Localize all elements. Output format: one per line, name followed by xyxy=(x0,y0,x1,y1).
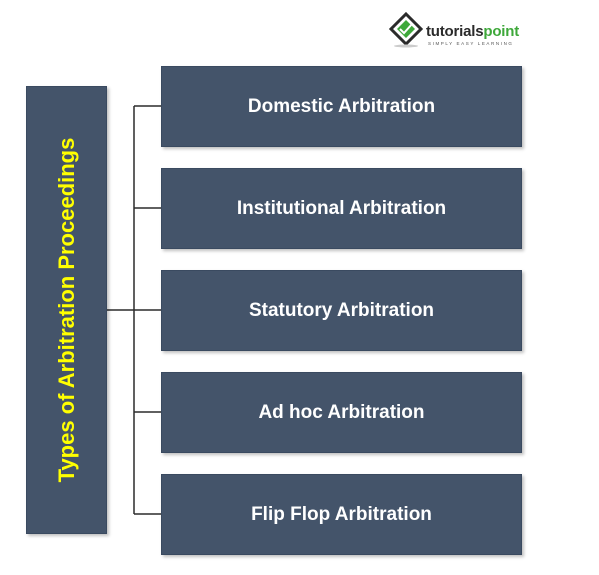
logo-word-point: point xyxy=(483,23,520,40)
logo-tagline: SIMPLY EASY LEARNING xyxy=(428,41,514,46)
tutorialspoint-logo: tutorialspoint SIMPLY EASY LEARNING xyxy=(388,12,538,52)
logo-wordmark: tutorialspoint xyxy=(426,24,519,39)
logo-word-tutorials: tutorials xyxy=(426,23,484,40)
node-label: Statutory Arbitration xyxy=(248,299,435,321)
node-label: Institutional Arbitration xyxy=(236,197,447,219)
node-adhoc-arbitration: Ad hoc Arbitration xyxy=(161,372,522,453)
tutorialspoint-logo-icon xyxy=(388,12,424,48)
node-label: Domestic Arbitration xyxy=(247,95,436,117)
node-statutory-arbitration: Statutory Arbitration xyxy=(161,270,522,351)
root-node: Types of Arbitration Proceedings xyxy=(26,86,107,534)
node-label: Flip Flop Arbitration xyxy=(251,503,432,525)
node-domestic-arbitration: Domestic Arbitration xyxy=(161,66,522,147)
root-node-label: Types of Arbitration Proceedings xyxy=(53,137,79,483)
node-institutional-arbitration: Institutional Arbitration xyxy=(161,168,522,249)
node-label: Ad hoc Arbitration xyxy=(258,401,425,423)
node-flip-flop-arbitration: Flip Flop Arbitration xyxy=(161,474,522,555)
